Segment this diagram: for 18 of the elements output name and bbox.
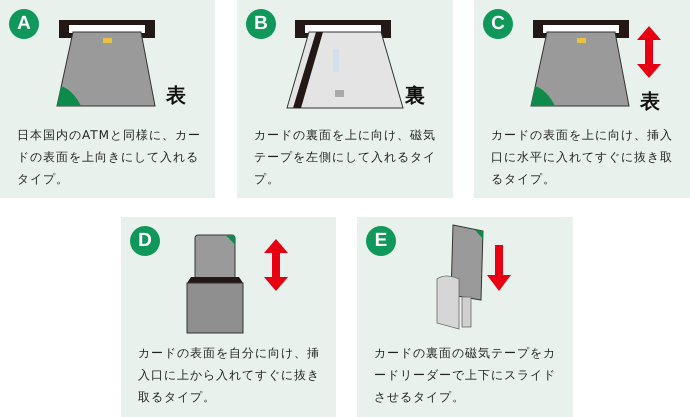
instruction-panel <box>357 217 573 417</box>
letter-badge: E <box>366 226 396 256</box>
description-text: カードの表面を自分に向け、挿入口に上から入れてすぐに抜き取るタイプ。 <box>138 345 321 406</box>
instruction-panel <box>0 0 215 198</box>
letter-badge: B <box>246 9 276 39</box>
description-text: カードの裏面を上に向け、磁気テープを左側にして入れるタイプ。 <box>254 127 437 188</box>
letter-badge: A <box>9 9 39 39</box>
instruction-panel <box>474 0 690 198</box>
letter-badge: D <box>130 226 160 256</box>
side-label: 表 <box>166 84 186 106</box>
description-text: カードの表面を上に向け、挿入口に水平に入れてすぐに抜き取るタイプ。 <box>491 127 674 188</box>
side-label: 裏 <box>405 84 425 106</box>
side-label: 表 <box>640 90 660 112</box>
letter-badge: C <box>483 9 513 39</box>
description-text: カードの裏面の磁気テープをカードリーダーで上下にスライドさせるタイプ。 <box>374 345 557 406</box>
instruction-panel <box>237 0 453 198</box>
description-text: 日本国内のATMと同様に、カードの表面を上向きにして入れるタイプ。 <box>17 127 202 188</box>
instruction-panel <box>121 217 336 417</box>
